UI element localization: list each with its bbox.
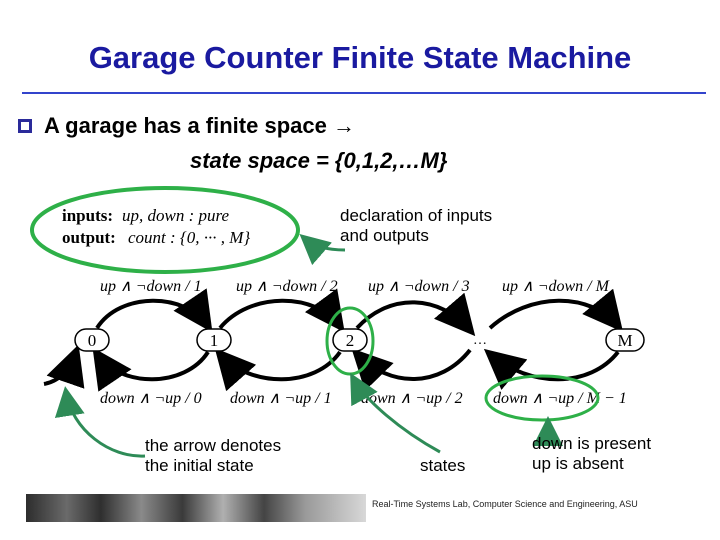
initial-note-line1: the arrow denotes: [145, 436, 282, 455]
footer-text: Real-Time Systems Lab, Computer Science …: [372, 499, 638, 509]
slide-title: Garage Counter Finite State Machine: [88, 40, 632, 75]
top-label-3: up ∧ ¬down / 3: [368, 278, 470, 295]
bottom-label-2: down ∧ ¬up / 1: [230, 390, 332, 407]
initial-note-line2: the initial state: [145, 456, 254, 475]
state-2-label: 2: [346, 331, 355, 350]
bottom-label-3: down ∧ ¬up / 2: [361, 390, 463, 407]
transition-2-1: [214, 348, 342, 392]
initial-note-pointer-arrow: [54, 386, 146, 458]
states-note-pointer-arrow: [350, 372, 441, 454]
bullet-subtext: state space = {0,1,2,…M}: [190, 148, 448, 173]
state-0-label: 0: [88, 331, 97, 350]
output-value: count : {0, ··· , M}: [128, 228, 250, 247]
initial-state-arrow: [43, 344, 85, 389]
state-ellipsis: …: [473, 333, 487, 348]
present-note-line1: down is present: [532, 434, 652, 453]
transition-1-2: [218, 288, 345, 333]
title-divider: [22, 92, 706, 94]
state-M-label: M: [617, 331, 632, 350]
bottom-label-1: down ∧ ¬up / 0: [100, 390, 202, 407]
declaration-note-line2: and outputs: [340, 226, 429, 245]
bottom-label-4: down ∧ ¬up / M − 1: [493, 390, 627, 407]
declaration-pointer-arrow: [299, 234, 346, 266]
transition-0-1: [95, 288, 213, 333]
state-M: [605, 328, 645, 352]
top-label-1: up ∧ ¬down / 1: [100, 278, 202, 295]
present-note-line2: up is absent: [532, 454, 624, 473]
footer-banner-image: [26, 494, 366, 522]
top-label-4: up ∧ ¬down / M: [502, 278, 611, 295]
inputs-value: up, down : pure: [122, 206, 229, 225]
present-absent-note: down is present up is absent: [532, 434, 651, 474]
declaration-note: declaration of inputs and outputs: [340, 206, 492, 246]
state-1-label: 1: [210, 331, 219, 350]
inputs-label: inputs:: [62, 206, 113, 225]
states-note: states: [420, 456, 466, 475]
state-1: [196, 328, 232, 352]
state-highlight: [325, 306, 375, 376]
transition-2-dots: [355, 292, 476, 337]
bullet-checkbox-icon: [18, 119, 32, 133]
state-2: [332, 328, 368, 352]
transition-dots-M: [488, 288, 624, 333]
present-note-pointer-arrow: [532, 416, 563, 447]
declaration-note-line1: declaration of inputs: [340, 206, 493, 225]
declaration-highlight: [30, 186, 300, 274]
transition-1-0: [92, 347, 210, 392]
output-label: output:: [62, 228, 116, 247]
bullet-text: A garage has a finite space →: [44, 113, 355, 138]
initial-state-note: the arrow denotes the initial state: [145, 436, 281, 476]
state-0: [74, 328, 110, 352]
top-label-2: up ∧ ¬down / 2: [236, 278, 338, 295]
transition-dots-2: [351, 348, 472, 391]
transition-M-dots: [483, 348, 620, 390]
